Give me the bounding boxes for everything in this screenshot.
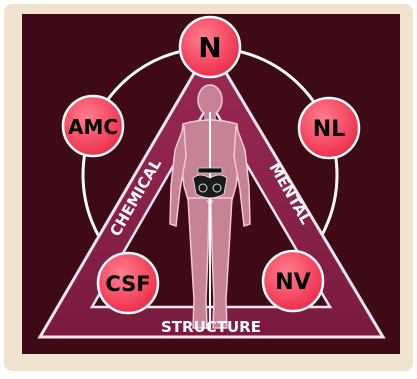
node-top: N [180, 17, 240, 77]
node-upper-right: NL [299, 98, 359, 158]
node-lower-right-label: NV [275, 270, 310, 295]
node-upper-left-label: AMC [68, 115, 118, 139]
node-upper-right-label: NL [313, 117, 345, 142]
figure-head [198, 85, 222, 115]
node-lower-right: NV [263, 251, 323, 311]
node-lower-left: CSF [98, 253, 158, 313]
node-lower-left-label: CSF [105, 272, 150, 296]
node-top-label: N [198, 31, 221, 64]
side-label-structure: STRUCTURE [161, 318, 261, 336]
node-upper-left: AMC [63, 96, 123, 156]
